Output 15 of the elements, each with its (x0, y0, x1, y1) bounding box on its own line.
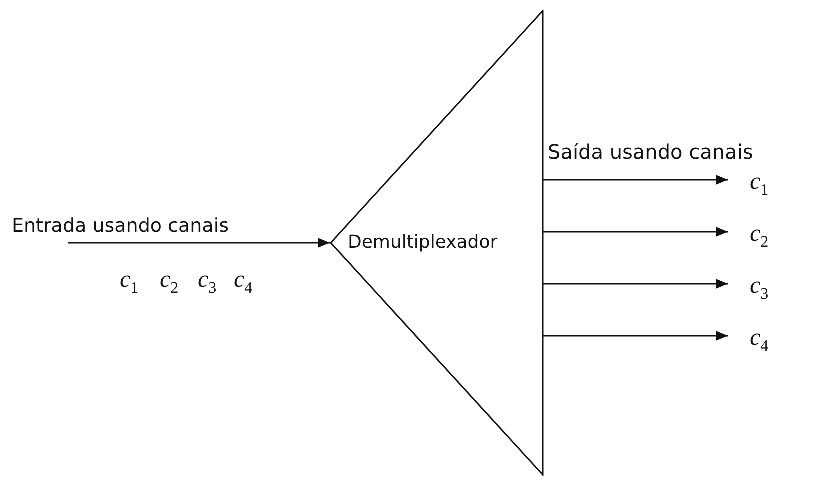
channel-label: c$_{4}$ (728, 324, 778, 356)
arrow (543, 331, 728, 341)
section-heading: Saída usando canais (548, 140, 754, 164)
arrow (543, 279, 728, 289)
channel-label: c$_{1}$ (728, 168, 778, 200)
arrow (543, 175, 728, 185)
channel-label: c$_{2}$ (728, 220, 778, 252)
channel-label: c$_{3}$ (198, 266, 217, 299)
channel-label: c$_{4}$ (234, 266, 253, 299)
channel-label: c$_{1}$ (120, 266, 139, 299)
channel-label: c$_{3}$ (728, 272, 778, 304)
channel-label: c$_{2}$ (160, 266, 179, 299)
node-label: Demultiplexador (348, 232, 498, 253)
arrow (543, 227, 728, 237)
arrow (68, 238, 330, 248)
